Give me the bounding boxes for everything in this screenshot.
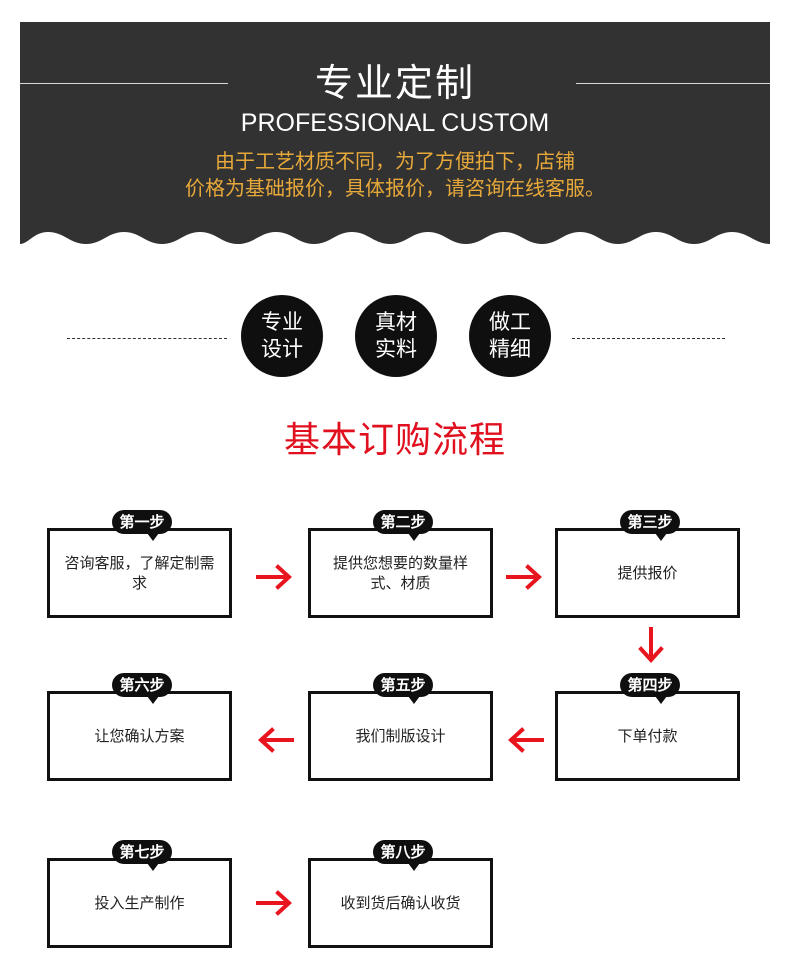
banner-desc-line2: 价格为基础报价，具体报价，请咨询在线客服。 <box>185 176 605 200</box>
step-8-text: 收到货后确认收货 <box>340 894 461 912</box>
feature-line1: 专业 <box>261 310 303 334</box>
banner-subtitle: PROFESSIONAL CUSTOM <box>240 109 550 137</box>
step-8-label: 第八步 <box>373 840 433 871</box>
feature-right-divider <box>572 338 725 339</box>
feature-line2: 设计 <box>261 337 303 361</box>
step-7-box: 投入生产制作 <box>47 858 232 948</box>
step-7-text: 投入生产制作 <box>94 894 185 912</box>
arrow-right-icon <box>256 890 292 916</box>
step-4-text: 下单付款 <box>617 727 678 745</box>
step-3-text: 提供报价 <box>617 564 678 582</box>
step-4-label: 第四步 <box>620 673 680 704</box>
arrow-right-icon <box>506 564 542 590</box>
step-2-box: 提供您想要的数量样式、材质 <box>308 528 493 618</box>
banner-right-line <box>576 83 770 84</box>
feature-fine-workmanship: 做工 精细 <box>469 295 551 377</box>
feature-line1: 真材 <box>375 310 417 334</box>
flow-title: 基本订购流程 <box>283 420 506 461</box>
banner-background <box>20 22 770 244</box>
step-6-text: 让您确认方案 <box>94 727 185 745</box>
arrow-left-icon <box>508 727 544 753</box>
step-1-text: 咨询客服，了解定制需求 <box>64 554 215 592</box>
feature-professional-design: 专业 设计 <box>241 295 323 377</box>
step-3-label: 第三步 <box>620 510 680 541</box>
step-7-label: 第七步 <box>112 840 172 871</box>
header-banner: 专业定制 PROFESSIONAL CUSTOM 由于工艺材质不同，为了方便拍下… <box>20 22 770 247</box>
banner-left-line <box>20 83 228 84</box>
step-4-box: 下单付款 <box>555 691 740 781</box>
banner-desc-line1: 由于工艺材质不同，为了方便拍下，店铺 <box>215 149 575 173</box>
feature-left-divider <box>67 338 227 339</box>
feature-line2: 精细 <box>489 337 531 361</box>
step-8-box: 收到货后确认收货 <box>308 858 493 948</box>
feature-real-material: 真材 实料 <box>355 295 437 377</box>
arrow-left-icon <box>258 727 294 753</box>
step-6-box: 让您确认方案 <box>47 691 232 781</box>
step-2-text: 提供您想要的数量样式、材质 <box>332 554 468 592</box>
step-6-label: 第六步 <box>112 673 172 704</box>
step-1-box: 咨询客服，了解定制需求 <box>47 528 232 618</box>
step-3-box: 提供报价 <box>555 528 740 618</box>
arrow-down-icon <box>638 627 664 663</box>
arrow-right-icon <box>256 564 292 590</box>
feature-line1: 做工 <box>489 310 531 334</box>
feature-line2: 实料 <box>375 337 417 361</box>
step-5-box: 我们制版设计 <box>308 691 493 781</box>
step-2-label: 第二步 <box>373 510 433 541</box>
step-1-label: 第一步 <box>112 510 172 541</box>
step-5-text: 我们制版设计 <box>355 727 446 745</box>
banner-title: 专业定制 <box>314 61 475 105</box>
step-5-label: 第五步 <box>373 673 433 704</box>
